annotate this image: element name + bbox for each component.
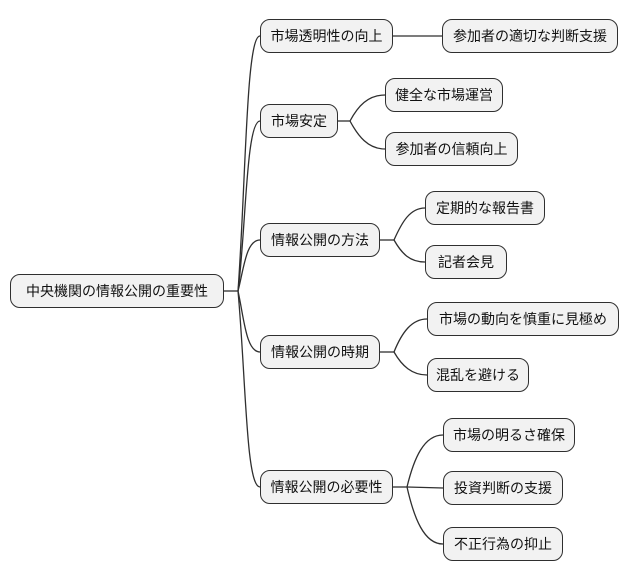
connector-root-branch4 [237, 290, 261, 353]
leaf-node-watch-market-trends: 市場の動向を慎重に見極め [427, 302, 619, 336]
leaf-node-participant-trust: 参加者の信頼向上 [385, 132, 518, 166]
connector-root-branch2 [237, 120, 261, 292]
connector-branch3-child2 [393, 239, 426, 263]
branch-node-disclosure-necessity: 情報公開の必要性 [260, 470, 393, 504]
connector-branch2-child1 [349, 94, 386, 122]
connector-root-branch5 [237, 290, 261, 488]
connector-root-branch1 [237, 35, 261, 292]
leaf-node-fraud-deterrence: 不正行為の抑止 [443, 527, 563, 561]
root-node: 中央機関の情報公開の重要性 [10, 274, 224, 308]
connector-branch5-child2 [406, 486, 444, 489]
connector-branch5-child3 [406, 486, 444, 545]
connector-branch4-child1 [393, 318, 428, 353]
leaf-node-investment-decision-support: 投資判断の支援 [443, 471, 563, 505]
connector-root-branch3 [237, 239, 261, 292]
connector-branch5-child1 [406, 434, 444, 488]
connector-branch4-child2 [393, 351, 428, 376]
leaf-node-judgment-support: 参加者の適切な判断支援 [442, 19, 618, 53]
connector-branch3-child1 [393, 207, 426, 241]
leaf-node-avoid-confusion: 混乱を避ける [427, 358, 529, 392]
leaf-node-market-clarity: 市場の明るさ確保 [443, 418, 575, 452]
connector-branch2-child2 [349, 120, 386, 150]
branch-node-disclosure-method: 情報公開の方法 [260, 223, 380, 257]
branch-node-transparency: 市場透明性の向上 [260, 19, 393, 53]
leaf-node-press-conference: 記者会見 [425, 245, 507, 279]
leaf-node-sound-market-operation: 健全な市場運営 [385, 78, 503, 112]
leaf-node-periodic-reports: 定期的な報告書 [425, 191, 545, 225]
branch-node-market-stability: 市場安定 [260, 104, 338, 138]
branch-node-disclosure-timing: 情報公開の時期 [260, 335, 380, 369]
